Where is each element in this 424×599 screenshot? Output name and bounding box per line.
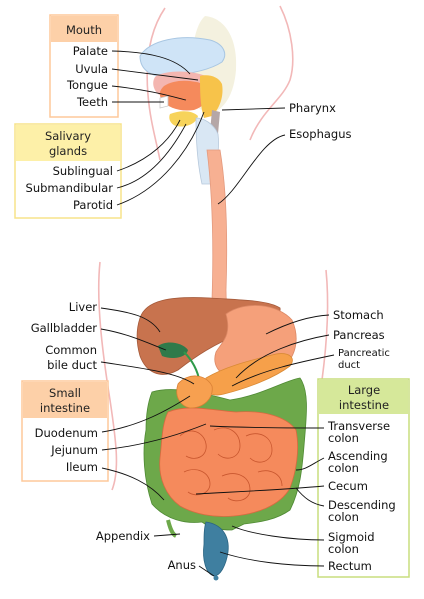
- salivary-group: Salivary glands Sublingual Submandibular…: [14, 123, 122, 219]
- body-outline: [97, 5, 329, 491]
- pancreatic-duct-label-line2: duct: [338, 360, 360, 371]
- transverse-colon-label-line1: Transverse: [327, 419, 390, 433]
- appendix-shape: [166, 519, 178, 538]
- pancreas-shape: [203, 353, 293, 396]
- salivary-title-line2: glands: [49, 144, 87, 158]
- teeth-label: Teeth: [76, 95, 108, 109]
- pancreas-label: Pancreas: [333, 328, 385, 342]
- sigmoid-colon-label-line2: colon: [328, 542, 359, 556]
- common-bile-duct-label-line2: bile duct: [47, 358, 97, 372]
- ascending-colon-label-line2: colon: [328, 461, 359, 475]
- cecum-label: Cecum: [328, 479, 368, 493]
- salivary-title-line1: Salivary: [45, 129, 91, 143]
- rectum-label: Rectum: [328, 559, 372, 573]
- sublingual-label: Sublingual: [53, 164, 113, 178]
- large-intestine-group: Large intestine: [317, 378, 410, 578]
- appendix-label: Appendix: [96, 529, 150, 543]
- parotid-label: Parotid: [73, 198, 113, 212]
- uvula-label: Uvula: [75, 62, 108, 76]
- small-intestine-title-line1: Small: [49, 386, 81, 400]
- palate-shape: [139, 37, 226, 77]
- head-region: [139, 16, 237, 185]
- palate-label: Palate: [73, 44, 108, 58]
- intestine-loops: [179, 427, 283, 502]
- submandibular-label: Submandibular: [26, 181, 114, 195]
- small-intestine-shape: [159, 407, 298, 517]
- common-bile-duct-label-line1: Common: [45, 343, 97, 357]
- ileum-label: Ileum: [66, 460, 98, 474]
- descending-colon-label-line1: Descending: [328, 498, 396, 512]
- small-intestine-title-line2: intestine: [40, 401, 90, 415]
- tongue-shape: [159, 80, 210, 111]
- sigmoid-colon-label-line1: Sigmoid: [328, 530, 375, 544]
- ascending-colon-label-line1: Ascending: [328, 449, 388, 463]
- stomach-label: Stomach: [333, 308, 384, 322]
- rectum-shape: [203, 521, 229, 577]
- duodenum-label: Duodenum: [35, 426, 98, 440]
- gallbladder-shape: [158, 342, 188, 358]
- tongue-label: Tongue: [66, 78, 108, 92]
- mouth-group-title: Mouth: [66, 23, 102, 37]
- anus-marker: [213, 575, 219, 581]
- duodenum-shape: [176, 375, 213, 409]
- small-intestine-group: Small intestine Duodenum Jejunum Ileum: [21, 380, 109, 482]
- large-intestine-title-line1: Large: [348, 383, 380, 397]
- pancreatic-duct-label-line1: Pancreatic: [338, 348, 390, 359]
- esophagus-label: Esophagus: [289, 127, 352, 141]
- large-intestine-title-line2: intestine: [339, 398, 389, 412]
- transverse-colon-label-line2: colon: [328, 431, 359, 445]
- leader-lines: [100, 50, 335, 577]
- anus-label: Anus: [168, 558, 196, 572]
- mouth-group: Mouth Palate Uvula Tongue Teeth: [49, 14, 119, 118]
- gallbladder-label: Gallbladder: [31, 321, 98, 335]
- jejunum-label: Jejunum: [50, 443, 98, 457]
- pharynx-label: Pharynx: [289, 101, 336, 115]
- descending-colon-label-line2: colon: [328, 510, 359, 524]
- liver-label: Liver: [69, 300, 97, 314]
